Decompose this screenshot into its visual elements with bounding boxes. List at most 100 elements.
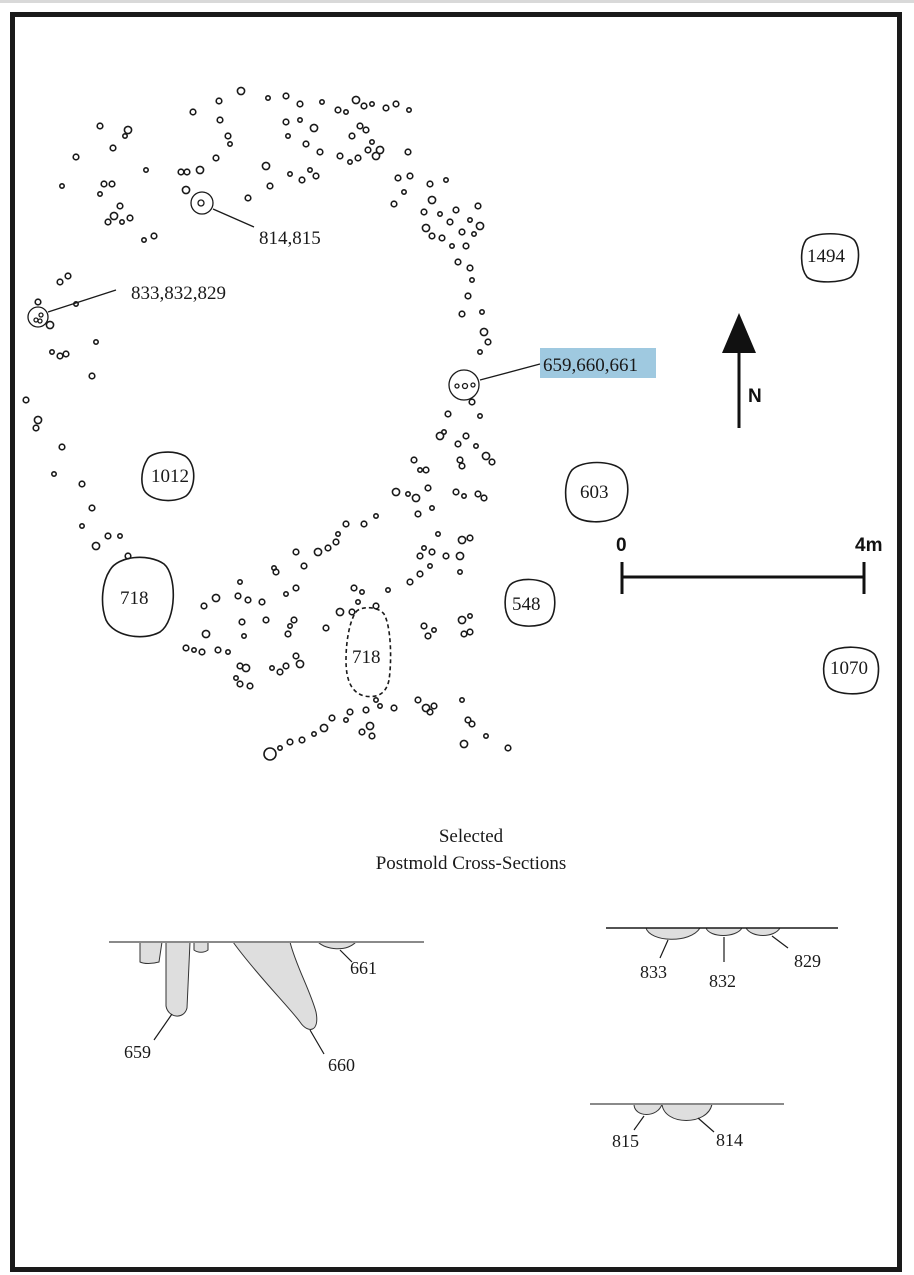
postmold-dot [215, 97, 223, 105]
postmold-dot [400, 189, 407, 196]
postmold-dot [100, 180, 108, 188]
postmold-dot [309, 123, 319, 133]
postmold-dot [318, 99, 325, 106]
postmold-dot [292, 548, 300, 556]
postmold-dot [466, 264, 474, 272]
postmold-dot [292, 584, 300, 592]
postmold-dot [372, 512, 379, 519]
postmold-dot [360, 520, 368, 528]
postmold-dot [150, 232, 158, 240]
postmold-dot [416, 570, 424, 578]
postmold-dot [459, 739, 469, 749]
postmold-dot [364, 146, 372, 154]
feature-603-outline [564, 461, 629, 523]
postmold-dot [200, 602, 208, 610]
postmold-dot [422, 466, 430, 474]
postmold-dot [143, 167, 150, 174]
postmold-dot [426, 708, 434, 716]
postmold-dot [319, 723, 329, 733]
leader-line-833-832-829 [47, 289, 117, 313]
postmold-dot [64, 272, 72, 280]
postmold-dot [356, 122, 364, 130]
postmold-dot [97, 191, 104, 198]
section-2-leaders [659, 935, 789, 962]
postmold-832 [38, 312, 44, 318]
postmold-dot [457, 535, 467, 545]
leader-661 [339, 949, 353, 963]
postmold-dot [34, 298, 42, 306]
postmold-dot [394, 174, 402, 182]
postmold-dot [225, 648, 232, 655]
postmold-dot [212, 154, 220, 162]
feature-1070-label: 1070 [830, 658, 868, 679]
postmold-dot [358, 588, 365, 595]
postmold-dot [335, 607, 345, 617]
postmold-dot [416, 466, 423, 473]
postmold-dot [104, 532, 112, 540]
postmold-dot [244, 596, 252, 604]
label-814-815: 814,815 [259, 228, 321, 249]
postmold-dot [258, 598, 266, 606]
postmold-dot [238, 618, 246, 626]
postmold-dot [48, 348, 55, 355]
postmold-dot [342, 716, 349, 723]
postmold-dot [241, 663, 251, 673]
postmold-dot [33, 415, 43, 425]
postmold-dot [244, 194, 252, 202]
postmold-section-661 [316, 941, 358, 950]
section-label-660: 660 [328, 1055, 355, 1075]
postmold-dot [348, 132, 356, 140]
postmold-dot [268, 664, 275, 671]
postmold-dot [224, 132, 232, 140]
postmold-dot [442, 552, 450, 560]
postmold-dot [216, 116, 224, 124]
postmold-dot [420, 208, 428, 216]
postmold-dot [286, 622, 293, 629]
postmold-dot [466, 534, 474, 542]
feature-1494-outline [800, 232, 860, 283]
feature-548-label: 548 [512, 594, 541, 615]
section-label-814: 814 [716, 1130, 743, 1150]
postmold-dot [376, 702, 383, 709]
postmold-dot [368, 732, 376, 740]
scale-end-label: 4m [855, 535, 882, 556]
postmold-dot [334, 106, 342, 114]
postmold-dot [342, 109, 349, 116]
postmold-dot [358, 728, 366, 736]
postmold-dot [181, 185, 191, 195]
postmold-dot [411, 493, 421, 503]
feature-548-outline [504, 578, 556, 627]
postmold-dot [426, 180, 434, 188]
north-arrow [722, 313, 756, 428]
postmold-dot [334, 530, 341, 537]
postmold-dot [342, 520, 350, 528]
postmold-dot [460, 492, 467, 499]
postmold-dot [480, 494, 488, 502]
postmold-dot [284, 630, 292, 638]
feature-718-outline [101, 556, 175, 638]
postmold-dot [406, 172, 414, 180]
postmold-dot [434, 530, 441, 537]
postmold-dot [478, 308, 485, 315]
postmold-dot [292, 652, 300, 660]
postmold-dot [45, 320, 55, 330]
postmold-dot [290, 616, 298, 624]
postmold-dot [462, 242, 470, 250]
postmold-dot [390, 200, 398, 208]
postmold-dot [454, 258, 462, 266]
postmold-dot [435, 431, 445, 441]
postmold-dot [474, 202, 482, 210]
postmold-dot [56, 278, 64, 286]
postmold-dot [452, 488, 460, 496]
postmold-dot [108, 180, 116, 188]
leader-815 [633, 1115, 645, 1131]
postmold-dot [116, 202, 124, 210]
postmold-dot [428, 548, 436, 556]
postmold-dot [455, 551, 465, 561]
postmold-dot [282, 590, 289, 597]
postmold-dot [276, 744, 283, 751]
postmold-dot [428, 232, 436, 240]
postmold-dot [264, 95, 271, 102]
postmold-dot [282, 662, 290, 670]
caption-line-2: Postmold Cross-Sections [376, 853, 567, 874]
